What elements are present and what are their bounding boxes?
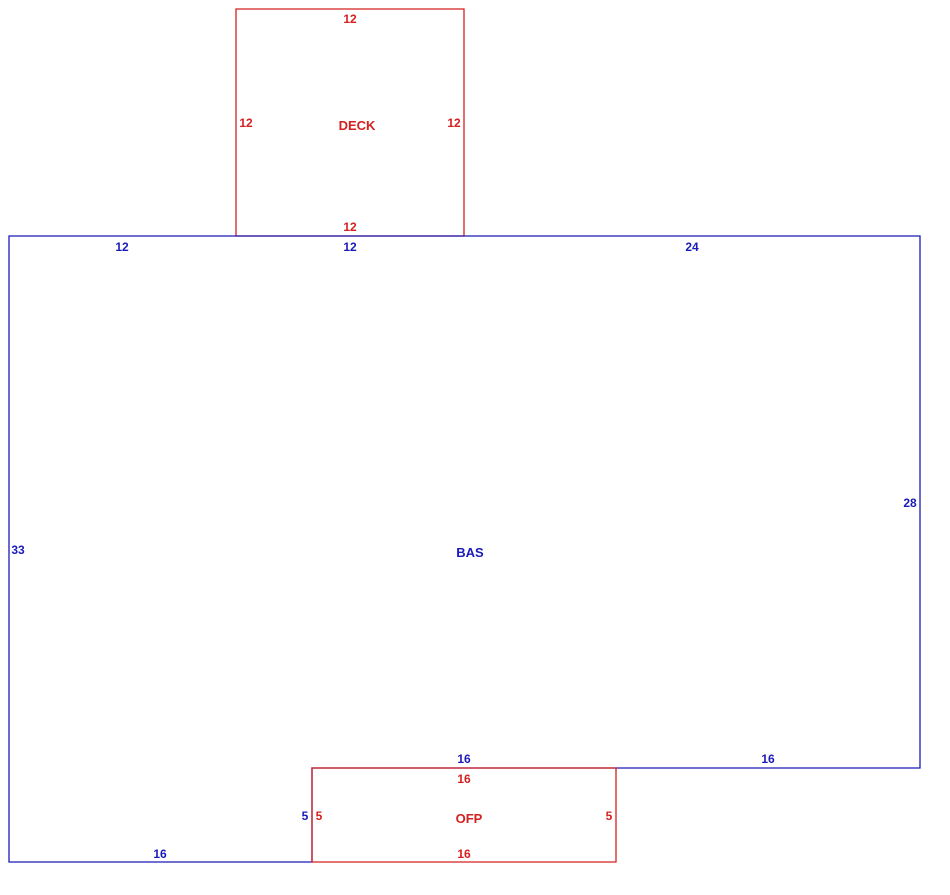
bas-dim-left: 33 — [11, 543, 25, 557]
ofp-dim-bottom: 16 — [457, 847, 471, 861]
ofp-area-name: OFP — [455, 811, 483, 826]
deck-dim-left: 12 — [239, 116, 253, 130]
deck-dim-top: 12 — [343, 12, 357, 26]
bas-dim-right: 28 — [903, 496, 917, 510]
deck-dim-right: 12 — [447, 116, 461, 130]
bas-dim-top-right: 24 — [685, 240, 699, 254]
ofp-dim-top: 16 — [457, 772, 471, 786]
ofp-outline — [311, 767, 617, 863]
bas-dim-bottom-left: 16 — [153, 847, 167, 861]
bas-dim-bottom-mid: 16 — [457, 752, 471, 766]
bas-dim-notch-side: 5 — [301, 809, 309, 823]
bas-area-name: BAS — [456, 545, 484, 560]
bas-dim-top-mid: 12 — [343, 240, 357, 254]
deck-dim-bottom: 12 — [343, 220, 357, 234]
bas-dim-top-left: 12 — [115, 240, 129, 254]
ofp-dim-right: 5 — [605, 809, 613, 823]
deck-area-name: DECK — [338, 118, 376, 133]
bas-dim-bottom-right: 16 — [761, 752, 775, 766]
ofp-dim-left: 5 — [315, 809, 323, 823]
